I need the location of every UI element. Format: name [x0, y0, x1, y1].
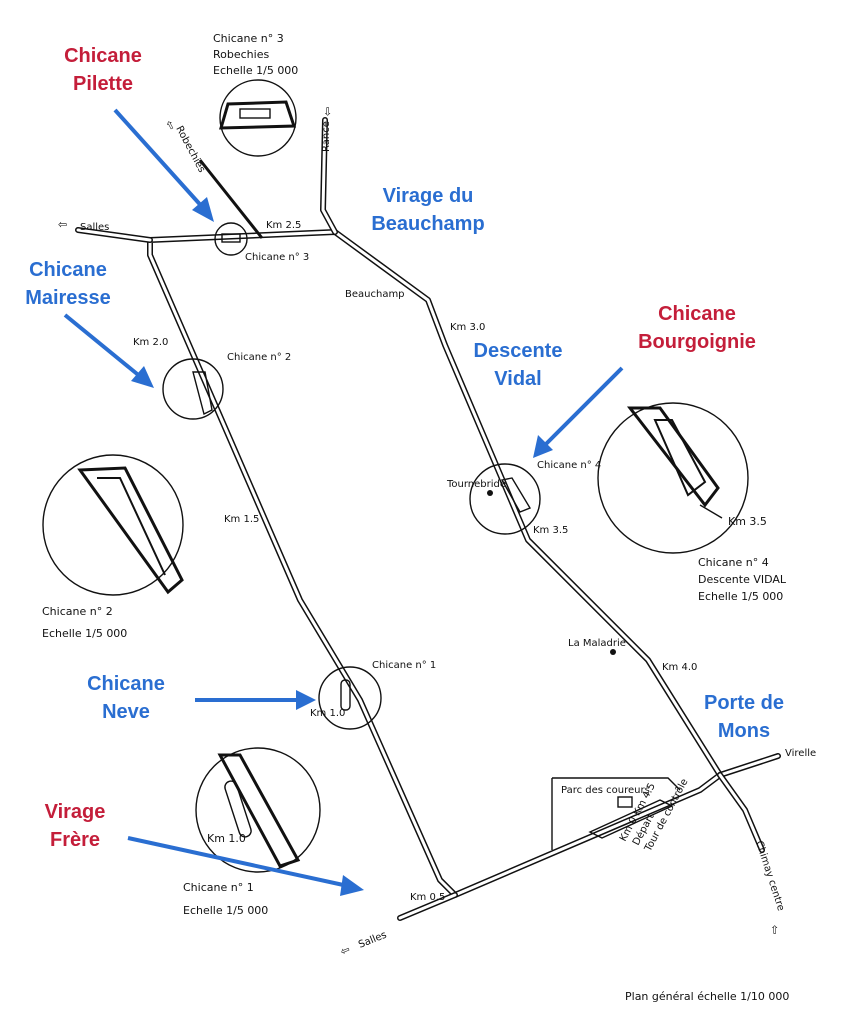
chicane3-label: Chicane n° 3 — [245, 252, 309, 263]
inset-chicane-1 — [195, 747, 321, 873]
annotation-arrows — [63, 108, 624, 896]
km15-label: Km 1.5 — [224, 514, 259, 525]
label-bourgoignie-2: Bourgoignie — [638, 331, 756, 353]
rance-arrow: ⇦ — [321, 107, 334, 116]
salles-top-arrow: ⇦ — [58, 218, 67, 231]
inset1-title: Chicane n° 1 — [183, 881, 254, 894]
km25-label: Km 2.5 — [266, 220, 301, 231]
chicane-markers — [162, 222, 616, 730]
label-beauchamp-1: Virage du — [383, 185, 474, 207]
chimay-arrow: ⇨ — [768, 925, 781, 934]
maladrie-label: La Maladrie — [568, 638, 626, 649]
inset3-scale: Echelle 1/5 000 — [213, 64, 298, 77]
virelles-label: Virelle — [785, 748, 816, 759]
km35-label: Km 3.5 — [533, 525, 568, 536]
km05-label: Km 0.5 — [410, 892, 445, 903]
km20-label: Km 2.0 — [133, 337, 168, 348]
inset-chicane-4 — [597, 402, 749, 554]
inset3-place: Robechies — [213, 48, 269, 61]
salles-bottom-label: Salles — [357, 930, 388, 951]
rance-road-label: Rance — [321, 121, 332, 152]
label-mons-1: Porte de — [704, 692, 784, 714]
beauchamp-label: Beauchamp — [345, 289, 405, 300]
chicane2-label: Chicane n° 2 — [227, 352, 291, 363]
circuit-roads — [75, 117, 781, 921]
label-frere-1: Virage — [45, 801, 106, 823]
inset2-title: Chicane n° 2 — [42, 605, 113, 618]
chicane1-label: Chicane n° 1 — [372, 660, 436, 671]
label-frere-2: Frère — [50, 829, 100, 851]
inset4-scale: Echelle 1/5 000 — [698, 590, 783, 603]
highlight-labels: Chicane Pilette Chicane Mairesse Virage … — [25, 45, 784, 851]
km40-label: Km 4.0 — [662, 662, 697, 673]
tournebride-label: Tournebride — [446, 479, 506, 490]
salles-bottom-arrow: ⇦ — [338, 943, 351, 959]
inset-chicane-2 — [42, 454, 184, 596]
label-neve-1: Chicane — [87, 673, 165, 695]
inset1-scale: Echelle 1/5 000 — [183, 904, 268, 917]
km35-inset-label: Km 3.5 — [728, 515, 767, 528]
label-beauchamp-2: Beauchamp — [371, 213, 484, 235]
label-bourgoignie-1: Chicane — [658, 303, 736, 325]
label-pilette-2: Pilette — [73, 73, 133, 95]
chicane4-label: Chicane n° 4 — [537, 460, 601, 471]
km30-label: Km 3.0 — [450, 322, 485, 333]
label-vidal-1: Descente — [474, 340, 563, 362]
inset4-place: Descente VIDAL — [698, 573, 787, 586]
label-pilette-1: Chicane — [64, 45, 142, 67]
salles-top-label: Salles — [80, 222, 109, 233]
label-mairesse-2: Mairesse — [25, 287, 111, 309]
km10-label: Km 1.0 — [310, 708, 345, 719]
robechies-road-label: Robechies — [173, 124, 207, 174]
scale-note: Plan général échelle 1/10 000 — [625, 990, 789, 1003]
parc-label: Parc des coureurs — [561, 785, 650, 796]
label-neve-2: Neve — [102, 701, 150, 723]
inset2-scale: Echelle 1/5 000 — [42, 627, 127, 640]
label-vidal-2: Vidal — [494, 368, 541, 390]
inset3-title: Chicane n° 3 — [213, 32, 284, 45]
chimay-label: Chimay centre — [753, 840, 786, 913]
km10-inset-label: Km 1.0 — [207, 832, 246, 845]
inset-chicane-3 — [218, 79, 297, 157]
inset4-title: Chicane n° 4 — [698, 556, 769, 569]
label-mairesse-1: Chicane — [29, 259, 107, 281]
label-mons-2: Mons — [718, 720, 770, 742]
